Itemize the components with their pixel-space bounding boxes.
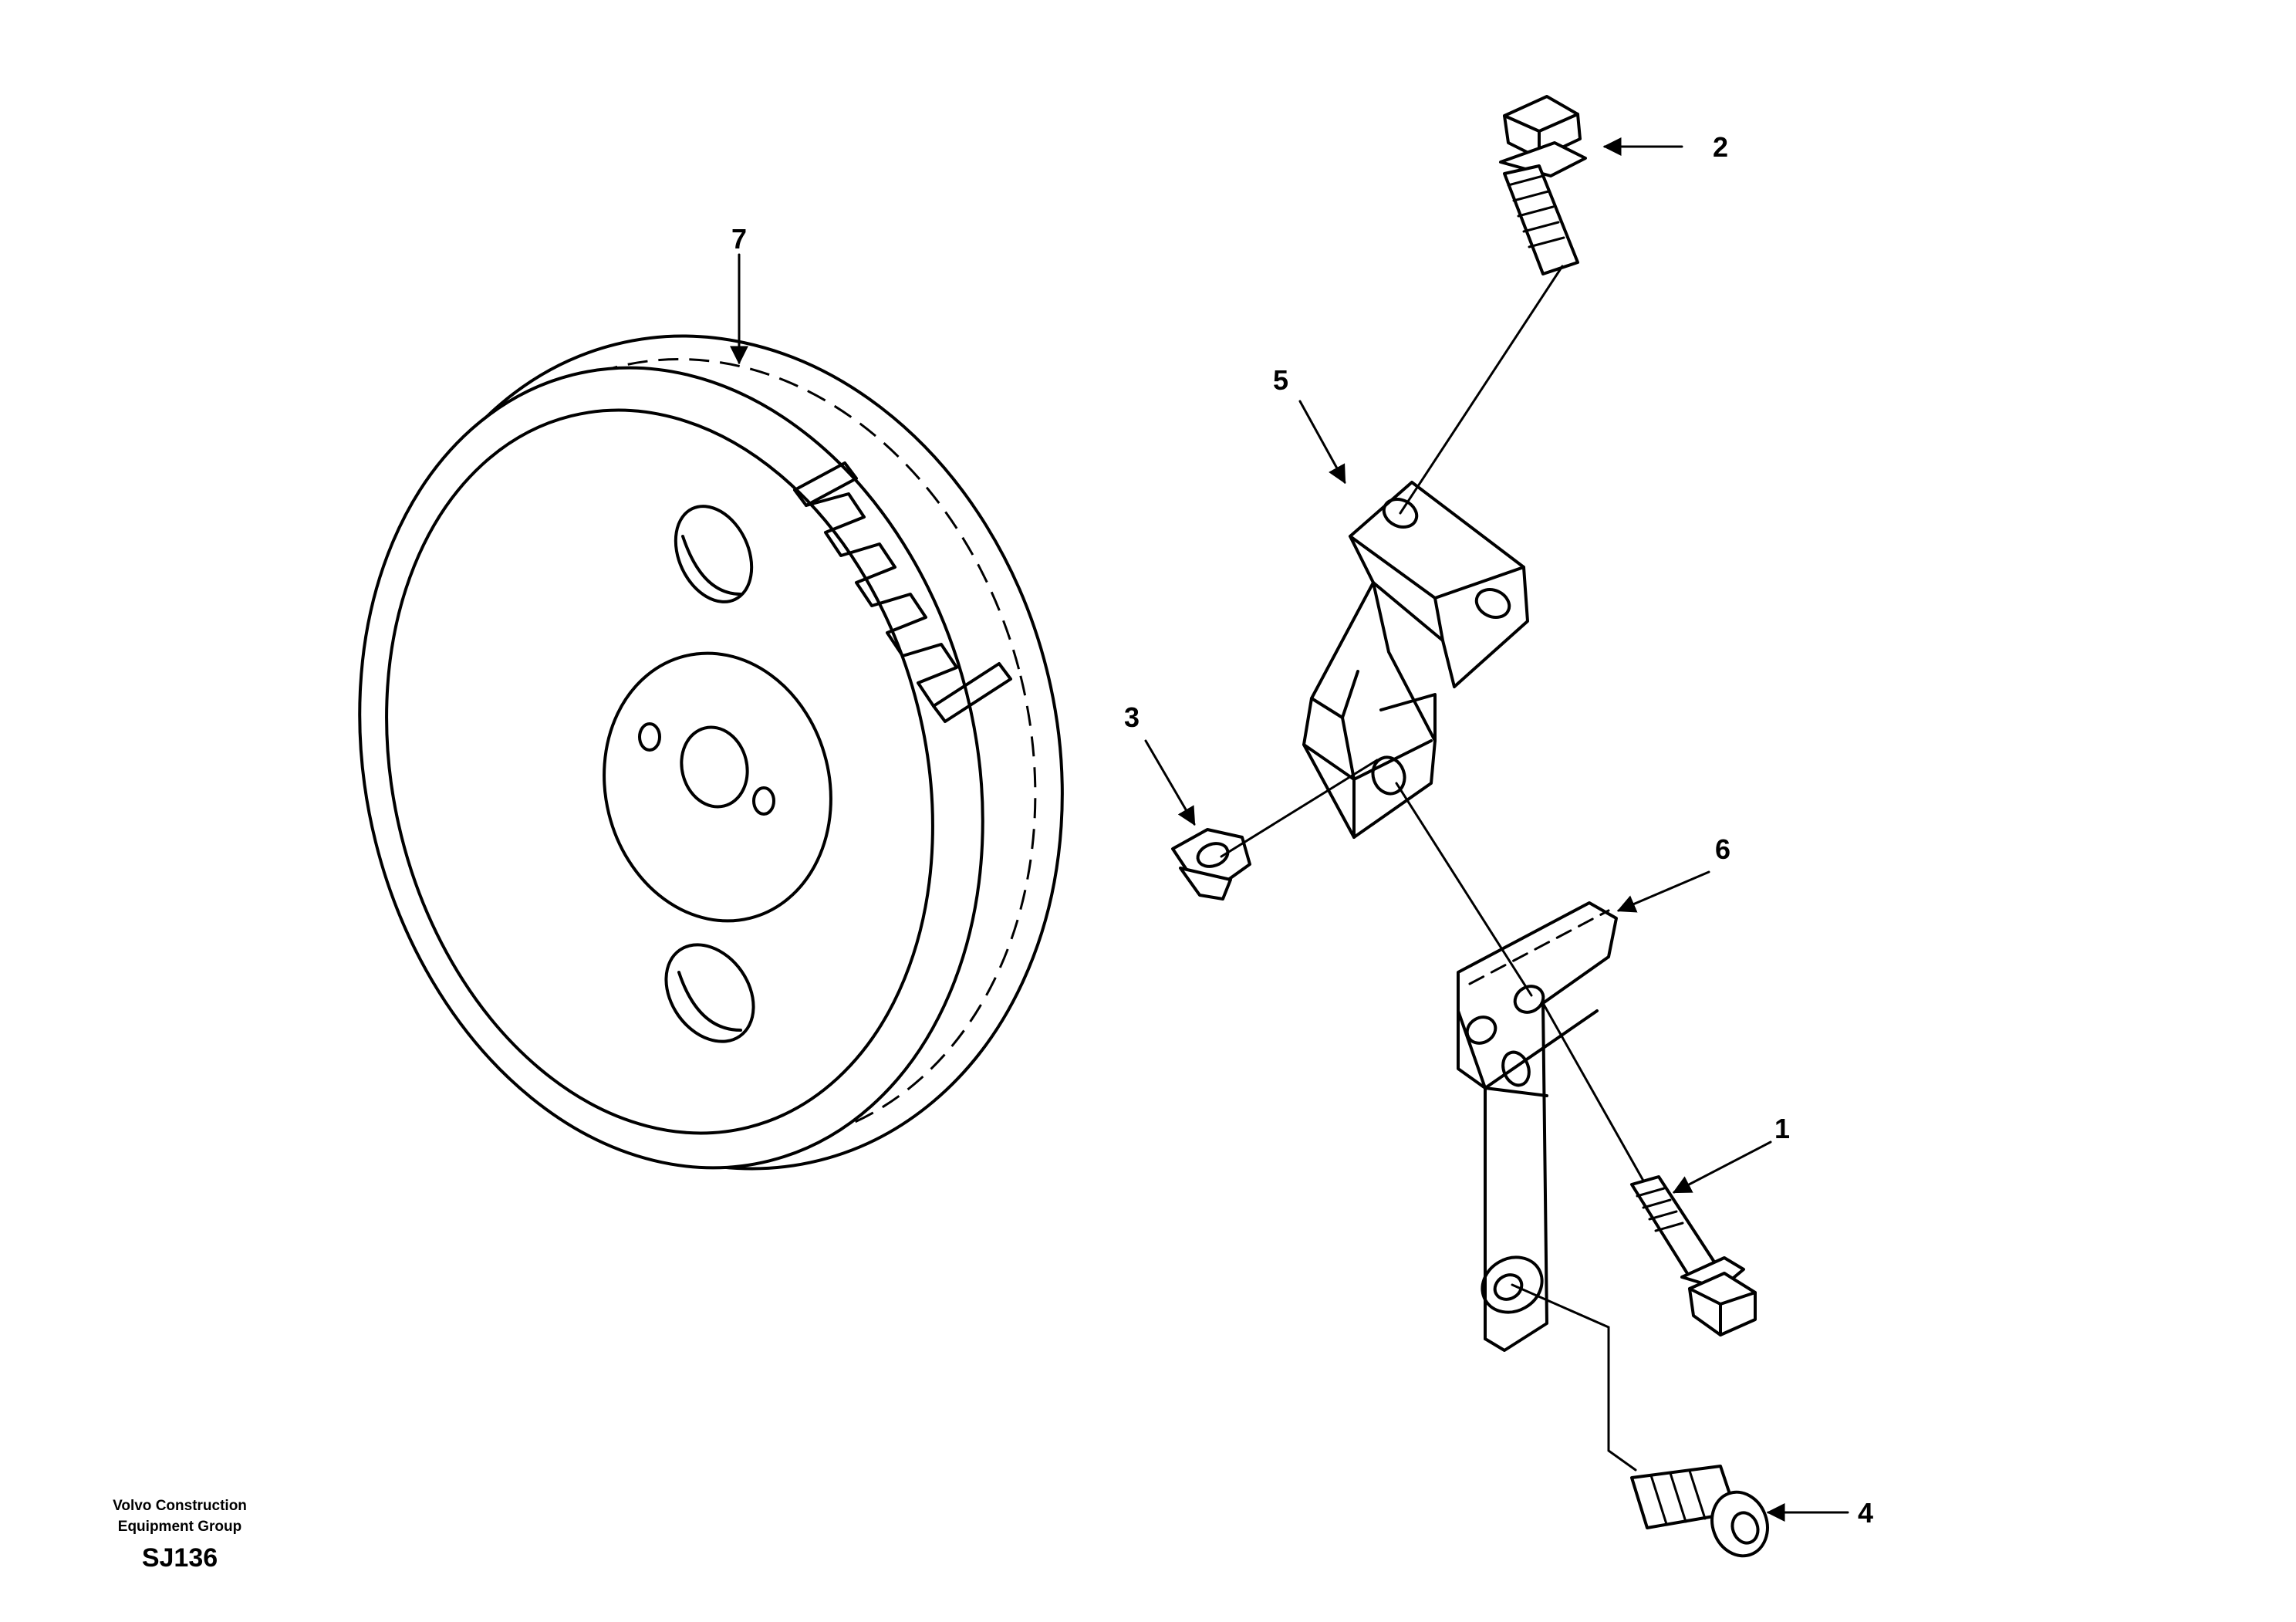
callout-arrow-1 — [1672, 1140, 1772, 1194]
callout-label-1: 1 — [1774, 1113, 1790, 1144]
footer-company-line2: Equipment Group — [118, 1519, 241, 1535]
callout-label-6: 6 — [1715, 833, 1730, 865]
callout-labels: 2 7 5 3 6 1 4 — [731, 131, 1873, 1529]
assembly-lines — [1220, 265, 1645, 1472]
callout-arrows — [730, 137, 1849, 1522]
callout-label-2: 2 — [1713, 131, 1728, 163]
bolt-part-1 — [1630, 1175, 1757, 1336]
callout-label-5: 5 — [1273, 364, 1288, 396]
gear-part-7 — [358, 334, 1064, 1171]
footer-company-line1: Volvo Construction — [113, 1498, 247, 1514]
footer-drawing-code: SJ136 — [142, 1543, 218, 1573]
plate-part-6 — [1457, 901, 1618, 1352]
callout-arrow-6 — [1616, 870, 1710, 913]
callout-arrow-5 — [1298, 400, 1346, 485]
bracket-part-5 — [1302, 481, 1529, 839]
callout-label-4: 4 — [1858, 1497, 1873, 1529]
callout-label-7: 7 — [731, 223, 747, 255]
footer-credit: Volvo Construction Equipment Group SJ136 — [113, 1498, 247, 1573]
callout-label-3: 3 — [1124, 701, 1140, 733]
callout-arrow-3 — [1144, 739, 1196, 826]
bolt-part-2 — [1499, 95, 1587, 275]
nut-part-3 — [1171, 828, 1251, 901]
bolt-part-4 — [1630, 1465, 1769, 1558]
